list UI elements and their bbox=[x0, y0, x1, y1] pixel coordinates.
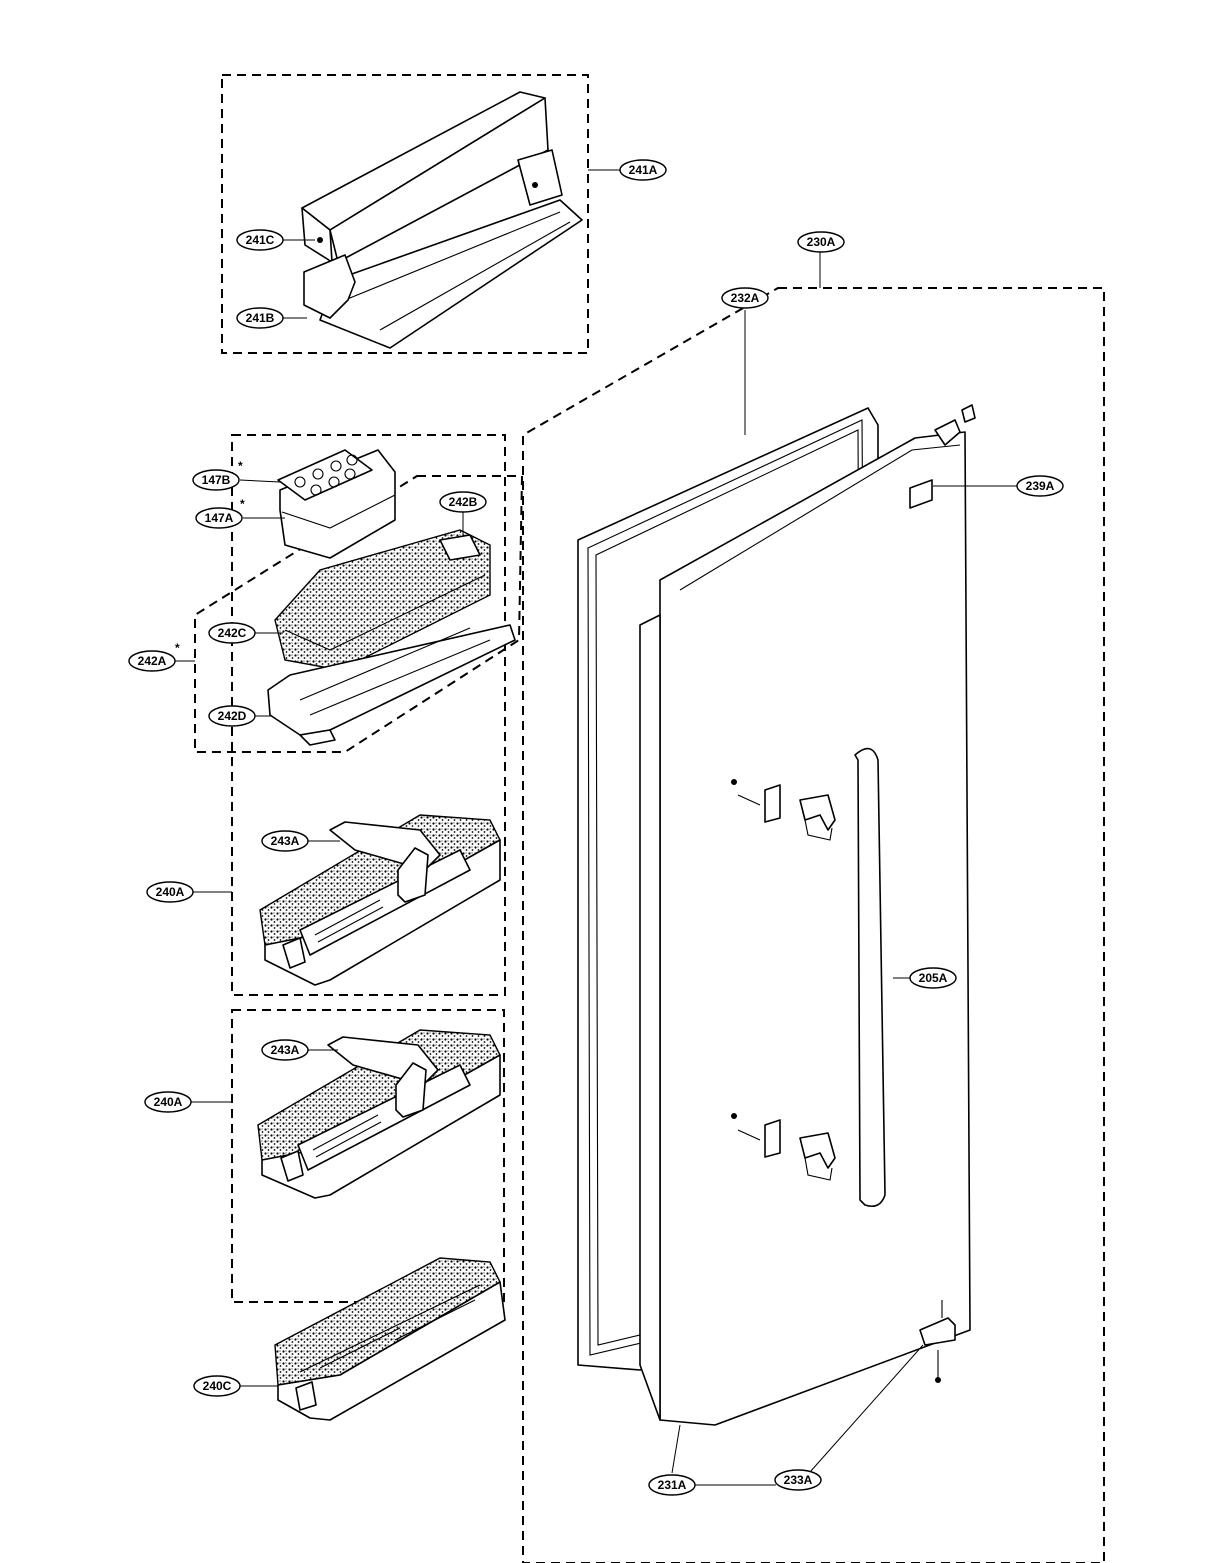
door-panel-231A bbox=[639, 404, 976, 1426]
svg-text:240A: 240A bbox=[156, 885, 185, 899]
group-box-241A bbox=[221, 74, 589, 354]
door-bin-240C bbox=[274, 1257, 506, 1421]
callout-241C: 241C bbox=[236, 229, 284, 251]
svg-text:240A: 240A bbox=[154, 1095, 183, 1109]
door-bin-240A-upper bbox=[259, 814, 501, 986]
svg-text:205A: 205A bbox=[919, 971, 948, 985]
callout-233A: 233A bbox=[774, 1469, 822, 1491]
svg-text:231A: 231A bbox=[658, 1478, 687, 1492]
callout-242C: 242C bbox=[208, 622, 256, 644]
hinge-233A bbox=[919, 1300, 956, 1383]
callout-240C: 240C bbox=[193, 1375, 241, 1397]
callout-239A: 239A bbox=[1016, 475, 1064, 497]
svg-text:242A: 242A bbox=[138, 654, 167, 668]
group-box-240A-lower bbox=[231, 1009, 505, 1303]
callout-242D: 242D bbox=[208, 705, 256, 727]
callout-242A: 242A * bbox=[128, 641, 195, 672]
callout-242B: 242B bbox=[439, 491, 487, 513]
svg-text:241B: 241B bbox=[246, 311, 275, 325]
svg-text:*: * bbox=[240, 497, 245, 511]
leader-lines bbox=[190, 169, 1018, 1486]
door-handle-205A bbox=[731, 747, 886, 1208]
egg-tray-147 bbox=[277, 449, 396, 559]
callout-231A: 231A bbox=[648, 1474, 696, 1496]
svg-text:147B: 147B bbox=[202, 473, 231, 487]
svg-text:*: * bbox=[175, 641, 180, 655]
svg-text:243A: 243A bbox=[271, 1043, 300, 1057]
callout-147B: 147B * bbox=[192, 459, 243, 491]
svg-text:242C: 242C bbox=[218, 626, 247, 640]
group-box-242A bbox=[194, 475, 524, 753]
callout-240A-lower: 240A bbox=[144, 1091, 192, 1113]
svg-text:147A: 147A bbox=[205, 511, 234, 525]
svg-text:242B: 242B bbox=[449, 495, 478, 509]
callout-205A: 205A bbox=[909, 967, 957, 989]
svg-text:240C: 240C bbox=[203, 1379, 232, 1393]
group-box-230A bbox=[522, 287, 1105, 1563]
callout-241B: 241B bbox=[236, 307, 284, 329]
door-shelf-bin-241 bbox=[301, 91, 583, 349]
svg-text:232A: 232A bbox=[731, 291, 760, 305]
callout-241A: 241A bbox=[619, 159, 667, 181]
basket-assembly-242 bbox=[267, 529, 516, 746]
svg-text:241C: 241C bbox=[246, 233, 275, 247]
svg-text:241A: 241A bbox=[629, 163, 658, 177]
svg-text:233A: 233A bbox=[784, 1473, 813, 1487]
callout-240A-upper: 240A bbox=[146, 881, 194, 903]
svg-text:239A: 239A bbox=[1026, 479, 1055, 493]
callout-243A-lower: 243A bbox=[261, 1039, 309, 1061]
svg-text:242D: 242D bbox=[218, 709, 247, 723]
svg-text:*: * bbox=[238, 459, 243, 473]
callout-147A: 147A * bbox=[195, 497, 245, 529]
svg-text:230A: 230A bbox=[807, 235, 836, 249]
door-bin-240A-lower bbox=[257, 1029, 501, 1199]
callout-230A: 230A bbox=[797, 231, 845, 253]
svg-text:243A: 243A bbox=[271, 834, 300, 848]
callout-232A: 232A bbox=[721, 287, 769, 309]
callout-243A-upper: 243A bbox=[261, 830, 309, 852]
